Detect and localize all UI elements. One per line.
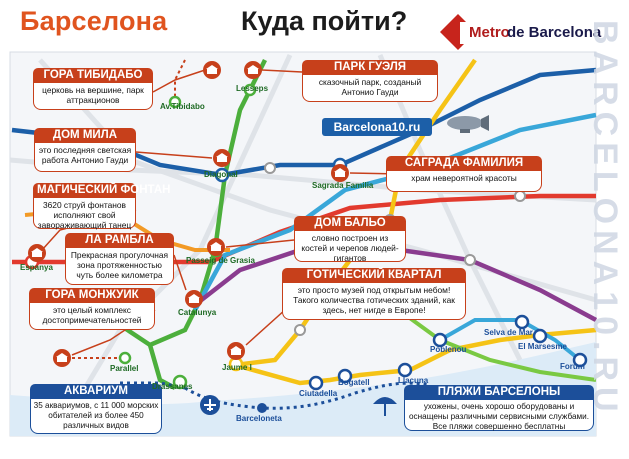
callout-text: 35 аквариумов, с 11 000 морских обитател… [33,401,159,430]
blimp-icon [447,115,489,133]
metro-logo-de: de Barcelona [507,24,602,41]
callout-tibidabo: ГОРА ТИБИДАБО церковь на вершине, парк а… [33,68,153,110]
callout-title: ДОМ МИЛА [34,128,136,143]
station-catalunya[interactable]: Catalunya [178,308,217,317]
callout-title: ПАРК ГУЭЛЯ [302,60,438,75]
callout-text: словно построен из костей и черепов люде… [301,233,399,263]
station-barceloneta[interactable]: Barceloneta [236,414,282,423]
airplane-icon [200,395,220,415]
landmark-icons [28,61,349,367]
metro-logo-text: Metro [469,24,510,41]
station-tibidabo[interactable]: Av.Tibidabo [160,102,205,111]
line-green [59,58,268,348]
callout-fountain: МАГИЧЕСКИЙ ФОНТАН 3620 струй фонтанов ис… [33,183,170,230]
beach-umbrella-icon [373,397,397,416]
callout-title: ЛА РАМБЛА [65,233,174,248]
station-bogatell[interactable]: Bogatell [338,378,370,387]
watermark: BARCELONA10.RU [586,20,624,418]
callout-title: АКВАРИУМ [30,384,162,399]
callout-sagrada: САГРАДА ФАМИЛИЯ храм невероятной красоты [386,156,542,192]
station-diagonal[interactable]: Diagonal [204,170,238,179]
station-jaume[interactable]: Jaume I [222,363,252,372]
station-lesseps[interactable]: Lesseps [236,84,269,93]
callout-guell: ПАРК ГУЭЛЯ сказочный парк, созданый Анто… [302,60,438,102]
callout-batllo: ДОМ БАЛЬО словно построен из костей и че… [294,216,406,263]
callout-montjuic: ГОРА МОНЖУИК это целый комплекс достопри… [29,288,155,330]
callout-text: это просто музей под открытым небом! Так… [293,285,455,315]
station-ciutadella[interactable]: Ciutadella [299,389,338,398]
line-lightgreen [383,298,597,382]
callout-title: САГРАДА ФАМИЛИЯ [386,156,542,171]
callout-aquarium: АКВАРИУМ 35 аквариумов, с 11 000 морских… [30,384,162,434]
callout-text: это последняя светская работа Антонио Га… [38,145,132,165]
callout-text: церковь на вершине, парк аттракционов [42,85,144,105]
callout-text: ухожены, очень хорошо оборудованы и осна… [408,402,590,431]
site-badge[interactable]: Barcelona10.ru [322,118,432,136]
station-forum[interactable]: Forum [560,362,585,371]
station-passeig[interactable]: Passeig de Grasia [186,256,255,265]
callout-text: сказочный парк, созданый Антонио Гауди [318,77,422,97]
page-title: Барселона [20,6,168,36]
callout-title: ДОМ БАЛЬО [294,216,406,231]
callout-text: Прекрасная прогулочная зона протяженност… [70,250,169,280]
callout-text: 3620 струй фонтанов исполняют свой завор… [37,200,132,230]
coastal-walk-path [184,381,431,410]
station-llacuna[interactable]: Llacuna [398,376,429,385]
callout-gothic: ГОТИЧЕСКИЙ КВАРТАЛ это просто музей под … [282,268,466,320]
station-selva[interactable]: Selva de Mar [484,328,533,337]
station-poblenou[interactable]: Poblenou [430,345,467,354]
callout-title: МАГИЧЕСКИЙ ФОНТАН [33,183,170,198]
metro-logo-icon [440,14,624,50]
station-parallel[interactable]: Parallel [110,364,139,373]
line-lightblue [193,112,597,312]
callout-title: ГОРА ТИБИДАБО [33,68,153,83]
callout-title: ГОРА МОНЖУИК [29,288,155,303]
callout-title: ПЛЯЖИ БАРСЕЛОНЫ [404,385,594,400]
station-sagrada[interactable]: Sagrada Familia [312,181,374,190]
callout-text: это целый комплекс достопримечательносте… [42,305,142,325]
callout-rambla: ЛА РАМБЛА Прекрасная прогулочная зона пр… [65,233,174,285]
station-drassanes[interactable]: Drassanes [152,382,193,391]
callout-mila: ДОМ МИЛА это последняя светская работа А… [34,128,136,172]
page-subtitle: Куда пойти? [241,6,408,36]
callout-title: ГОТИЧЕСКИЙ КВАРТАЛ [282,268,466,283]
station-espanya[interactable]: Espanya [20,263,53,272]
callout-text: храм невероятной красоты [411,173,517,183]
tibidabo-path [174,59,186,100]
station-marsesme[interactable]: El Marsesme [518,342,567,351]
callout-beaches: ПЛЯЖИ БАРСЕЛОНЫ ухожены, очень хорошо об… [404,385,594,431]
